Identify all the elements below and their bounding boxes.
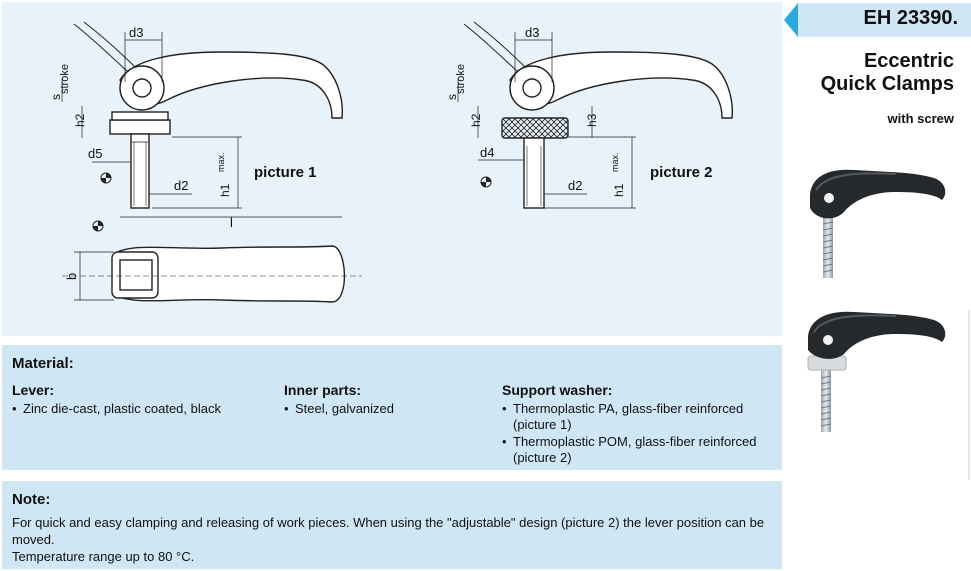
list-item: Steel, galvanized [284, 401, 484, 417]
dim-max-label-2: max. [610, 152, 620, 172]
picture-2-label: picture 2 [650, 164, 713, 181]
support-washer-list: Thermoplastic PA, glass-fiber reinforced… [502, 401, 777, 466]
note-text: For quick and easy clamping and releasin… [12, 514, 777, 565]
product-photo-2 [807, 311, 946, 432]
header-arrow-icon [784, 3, 798, 37]
dim-l-label: l [230, 215, 233, 230]
dim-d2-label: d2 [174, 178, 188, 193]
dim-h2-label-2: h2 [469, 113, 483, 127]
product-code: EH 23390. [863, 7, 958, 29]
tolerance-symbol-icon [480, 176, 492, 188]
list-item: Thermoplastic POM, glass-fiber reinforce… [502, 434, 777, 466]
technical-drawing: d3 s stroke h2 d5 d2 h1 max. picture 1 b… [49, 21, 733, 303]
tolerance-symbol-icon [92, 220, 104, 232]
support-washer-column: Support washer: Thermoplastic PA, glass-… [502, 382, 777, 467]
list-item: Thermoplastic PA, glass-fiber reinforced… [502, 401, 777, 433]
list-item: Zinc die-cast, plastic coated, black [12, 401, 262, 417]
dim-d4-label: d4 [480, 145, 494, 160]
dim-d3-label-2: d3 [525, 25, 539, 40]
picture-2-dimensions [457, 32, 636, 209]
inner-parts-list: Steel, galvanized [284, 401, 484, 417]
note-line-1: For quick and easy clamping and releasin… [12, 515, 765, 547]
dim-d5-label: d5 [88, 146, 102, 161]
dim-h1-label: h1 [218, 183, 232, 197]
product-photo-1 [810, 169, 946, 278]
dim-stroke-label-2: stroke [455, 64, 467, 94]
dim-h1-label-2: h1 [612, 183, 626, 197]
top-view-dimensions [74, 251, 114, 301]
picture-1-drawing [73, 21, 343, 209]
product-title: Eccentric Quick Clamps [790, 50, 954, 96]
note-line-2: Temperature range up to 80 °C. [12, 549, 195, 564]
right-rule [968, 310, 970, 480]
lever-title: Lever: [12, 382, 55, 398]
dim-d3-label: d3 [129, 25, 143, 40]
dim-d2-label-2: d2 [568, 178, 582, 193]
note-title: Note: [12, 491, 51, 508]
product-subtitle: with screw [887, 111, 954, 126]
dim-s-label-2: s [445, 94, 459, 100]
top-view-drawing [62, 245, 362, 303]
picture-1-dimensions [61, 32, 342, 218]
lever-column: Lever: Zinc die-cast, plastic coated, bl… [12, 382, 262, 418]
tolerance-symbol-icon [100, 172, 112, 184]
support-washer-title: Support washer: [502, 382, 613, 398]
picture-2-drawing [463, 21, 733, 209]
title-line-2: Quick Clamps [820, 73, 954, 95]
inner-parts-column: Inner parts: Steel, galvanized [284, 382, 484, 418]
note-panel: Note: For quick and easy clamping and re… [2, 481, 782, 569]
inner-parts-title: Inner parts: [284, 382, 362, 398]
header-tab [798, 3, 971, 37]
dim-h2-label: h2 [73, 113, 87, 127]
picture-1-label: picture 1 [254, 164, 317, 181]
dim-max-label: max. [216, 152, 226, 172]
title-line-1: Eccentric [863, 50, 954, 72]
material-panel: Material: Lever: Zinc die-cast, plastic … [2, 345, 782, 470]
dim-b-label: b [64, 273, 79, 280]
lever-list: Zinc die-cast, plastic coated, black [12, 401, 262, 417]
technical-drawing-panel: d3 s stroke h2 d5 d2 h1 max. picture 1 b… [2, 2, 782, 336]
dim-stroke-label: stroke [59, 64, 71, 94]
dim-h3-label: h3 [585, 113, 599, 127]
material-title: Material: [12, 355, 74, 372]
dim-s-label: s [49, 94, 63, 100]
